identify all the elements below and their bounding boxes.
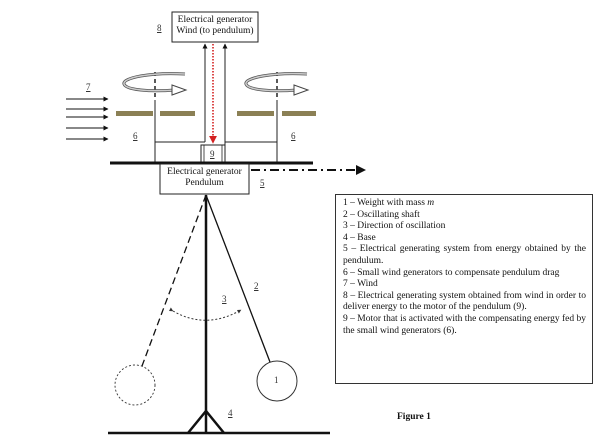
pendulum-generator-label-line1: Electrical generator: [167, 167, 242, 177]
pendulum-generator-label: Electrical generator Pendulum: [160, 167, 249, 189]
right-blade-a: [237, 111, 274, 116]
oscillating-shaft: [205, 194, 271, 363]
label-6-left: 6: [133, 131, 138, 141]
wind-arrows: [66, 96, 109, 142]
label-1: 1: [274, 375, 279, 385]
legend-item-8: 8 – Electrical generating system obtaine…: [343, 290, 586, 313]
left-blade-a: [116, 111, 153, 116]
label-3: 3: [222, 294, 227, 304]
figure-caption: Figure 1: [397, 412, 431, 422]
ghost-weight: [114, 364, 156, 406]
legend-item-3: 3 – Direction of oscillation: [343, 221, 446, 232]
label-6-right: 6: [291, 131, 296, 141]
label-9: 9: [210, 149, 215, 159]
right-blade-b: [282, 111, 316, 116]
label-8: 8: [157, 23, 162, 33]
legend-item-2: 2 – Oscillating shaft: [343, 209, 420, 220]
weight-mass: [256, 360, 298, 402]
legend-box: 1 – Weight with mass m 2 – Oscillating s…: [335, 194, 593, 384]
label-7: 7: [86, 82, 91, 92]
wind-generator-box: [171, 11, 259, 43]
legend-item-5: 5 – Electrical generating system from en…: [343, 244, 586, 266]
wind-generator-label-line2: Wind (to pendulum): [176, 26, 254, 36]
legend-item-9: 9 – Motor that is activated with the com…: [343, 313, 586, 336]
legend-item-4: 4 – Base: [343, 232, 376, 243]
wind-generator-label-line1: Electrical generator: [177, 15, 253, 25]
legend-item-1: 1 – Weight with mass m: [343, 198, 435, 208]
label-2: 2: [254, 281, 259, 291]
left-rotation-arrow-icon: [122, 72, 188, 96]
pendulum-generator-box: [159, 163, 250, 195]
base-tripod: [187, 409, 225, 434]
label-5: 5: [260, 178, 265, 188]
legend-item-7: 7 – Wind: [343, 279, 378, 290]
ghost-shaft: [141, 194, 207, 367]
left-blade-b: [160, 111, 195, 116]
legend-item-6: 6 – Small wind generators to compensate …: [343, 267, 560, 278]
label-4: 4: [228, 408, 233, 418]
pendulum-generator-label-line2: Pendulum: [185, 178, 224, 188]
wind-generator-label: Electrical generator Wind (to pendulum): [172, 15, 258, 37]
right-rotation-arrow-icon: [244, 72, 310, 96]
oscillation-arc: [168, 307, 242, 321]
